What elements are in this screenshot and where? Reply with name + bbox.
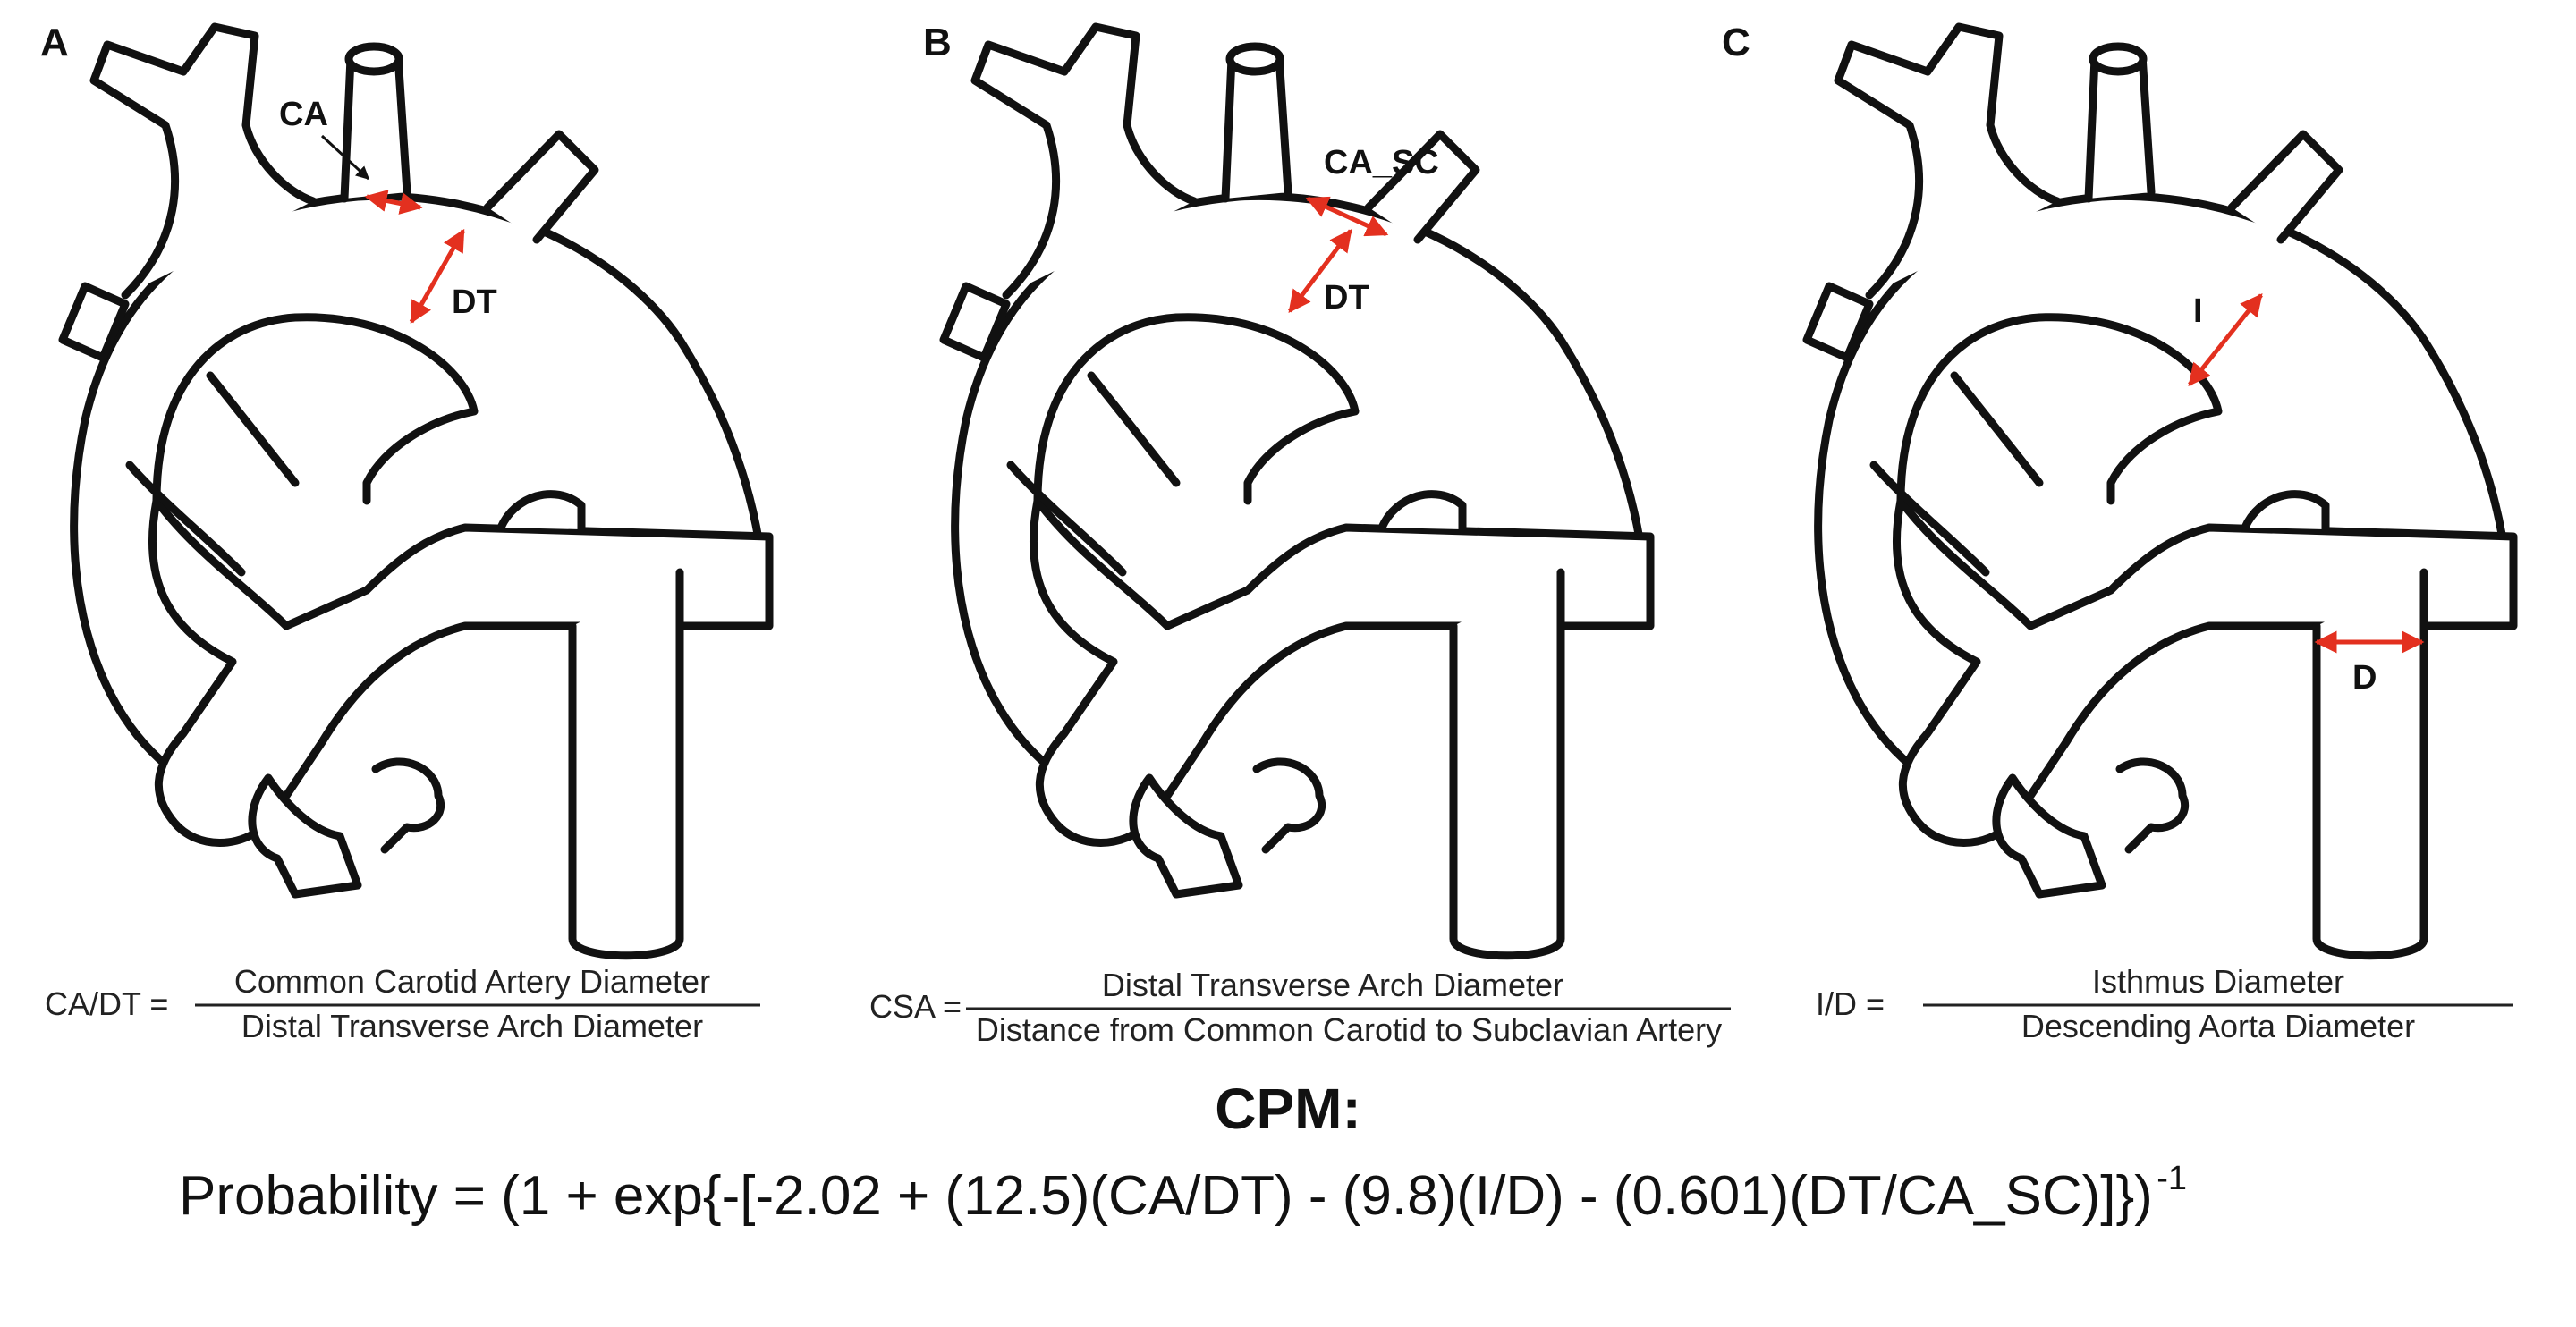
- measure-arrow-dt: [409, 228, 466, 325]
- label-d: D: [2352, 659, 2377, 697]
- panel-a: A CA DT CA/DT = Common Carotid Artery Di…: [40, 21, 769, 1044]
- formula-numerator: Isthmus Diameter: [2092, 963, 2344, 1000]
- formula-i-d: I/D = Isthmus Diameter Descending Aorta …: [1816, 963, 2513, 1044]
- formula-csa: CSA = Distal Transverse Arch Diameter Di…: [869, 967, 1731, 1048]
- measure-arrow-ca: [364, 190, 423, 215]
- formula-ca-dt: CA/DT = Common Carotid Artery Diameter D…: [45, 963, 760, 1044]
- panel-letter: A: [40, 21, 69, 64]
- panel-b: B CA_SC DT CSA = Distal Transverse Arch …: [869, 21, 1731, 1048]
- label-dt: DT: [1324, 279, 1369, 317]
- label-i: I: [2193, 292, 2203, 330]
- formula-denominator: Descending Aorta Diameter: [2021, 1008, 2415, 1044]
- pointer-arrow: [320, 134, 370, 181]
- formula-denominator: Distance from Common Carotid to Subclavi…: [976, 1011, 1722, 1048]
- measure-arrow-i: [2188, 293, 2263, 386]
- cpm-formula-body: Probability = (1 + exp{-[-2.02 + (12.5)(…: [179, 1165, 2153, 1227]
- formula-lhs: CSA =: [869, 988, 962, 1025]
- label-ca: CA: [279, 96, 328, 133]
- measure-arrow-ca-sc: [1305, 196, 1389, 237]
- cpm-exponent: -1: [2157, 1160, 2187, 1197]
- cpm-title: CPM:: [1215, 1077, 1361, 1141]
- panel-letter: B: [923, 21, 952, 64]
- formula-lhs: CA/DT =: [45, 985, 168, 1022]
- label-ca-sc: CA_SC: [1324, 144, 1439, 182]
- formula-lhs: I/D =: [1816, 985, 1885, 1022]
- formula-numerator: Common Carotid Artery Diameter: [234, 963, 710, 1000]
- cpm-formula: Probability = (1 + exp{-[-2.02 + (12.5)(…: [179, 1160, 2187, 1227]
- label-dt: DT: [452, 283, 497, 321]
- panel-letter: C: [1722, 21, 1750, 64]
- formula-numerator: Distal Transverse Arch Diameter: [1102, 967, 1563, 1003]
- measure-arrow-dt: [1288, 229, 1352, 313]
- panel-c: C I D I/D = Isthmus Diameter Descending …: [1722, 21, 2513, 1044]
- cpm-equation: CPM: Probability = (1 + exp{-[-2.02 + (1…: [179, 1077, 2187, 1227]
- formula-denominator: Distal Transverse Arch Diameter: [242, 1008, 703, 1044]
